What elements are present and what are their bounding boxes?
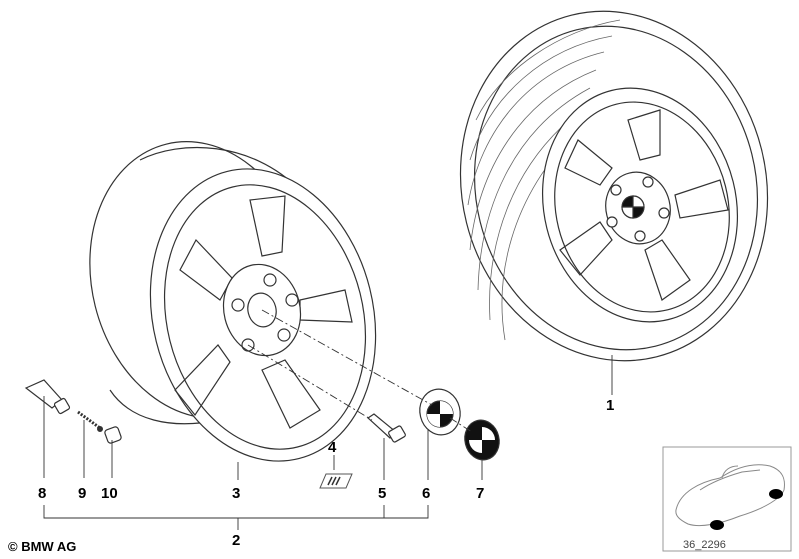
vehicle-thumbnail[interactable]: 36_2296 (662, 446, 792, 552)
hub-cap[interactable] (415, 385, 465, 439)
callout-leader-lines (43, 355, 613, 530)
complete-wheel-with-tyre[interactable] (424, 0, 799, 394)
copyright-icon: © (8, 539, 18, 554)
callout-9[interactable]: 9 (78, 485, 86, 502)
valve-core[interactable] (77, 410, 103, 432)
copyright-text: BMW AG (21, 539, 77, 554)
callout-4[interactable]: 4 (328, 439, 337, 456)
callout-10[interactable]: 10 (101, 485, 118, 502)
callout-1[interactable]: 1 (606, 397, 614, 414)
wheel-bolt[interactable] (367, 413, 406, 443)
callout-5[interactable]: 5 (378, 485, 386, 502)
callout-8[interactable]: 8 (38, 485, 46, 502)
thumbnail-code: 36_2296 (683, 539, 726, 551)
m-emblem-badge[interactable] (319, 473, 353, 489)
callout-2[interactable]: 2 (232, 532, 240, 549)
callout-7[interactable]: 7 (476, 485, 484, 502)
assembly-axis-lines (247, 309, 473, 433)
callout-6[interactable]: 6 (422, 485, 430, 502)
tyre-valve[interactable] (24, 379, 71, 415)
callout-3[interactable]: 3 (232, 485, 240, 502)
valve-cap[interactable] (104, 426, 122, 444)
copyright-notice: © BMW AG (8, 539, 76, 554)
bmw-emblem[interactable] (461, 416, 504, 463)
